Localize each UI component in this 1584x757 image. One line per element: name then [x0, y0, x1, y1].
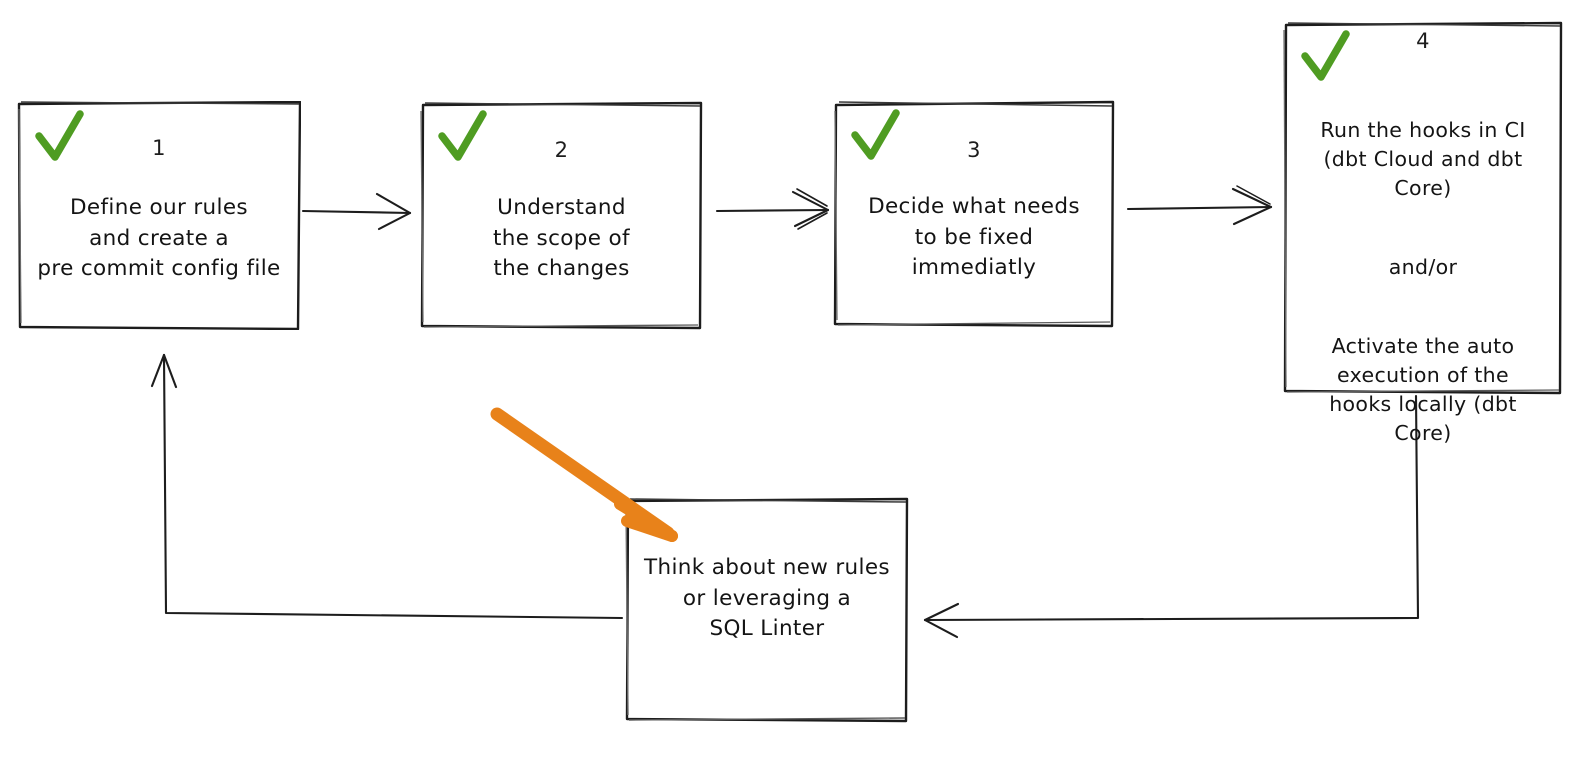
step-text-2: Understand the scope of the changes — [493, 195, 630, 282]
arrow-1-to-2 — [301, 192, 412, 231]
step-number-2: 2 — [554, 138, 569, 162]
step-node-loop[interactable]: Think about new rules or leveraging a SQ… — [625, 497, 909, 723]
green-check-icon — [1301, 30, 1350, 81]
green-check-icon — [851, 109, 900, 160]
step-text-3: Decide what needs to be fixed immediatly — [868, 194, 1080, 281]
green-check-icon — [35, 110, 84, 161]
step-text-4-part-2: and/or — [1388, 255, 1458, 280]
green-check-icon — [438, 110, 487, 161]
step-node-3[interactable]: 3 Decide what needs to be fixed immediat… — [833, 100, 1115, 328]
step-node-4[interactable]: 4 Run the hooks in CI (dbt Cloud and dbt… — [1283, 21, 1563, 445]
step-text-4: Run the hooks in CI (dbt Cloud and dbt C… — [1289, 87, 1557, 477]
step-text-loop: Think about new rules or leveraging a SQ… — [643, 555, 890, 642]
arrow-loop-to-1 — [150, 353, 624, 620]
step-text-1: Define our rules and create a pre commit… — [37, 195, 281, 282]
step-node-1[interactable]: 1 Define our rules and create a pre comm… — [17, 101, 301, 330]
step-node-2[interactable]: 2 Understand the scope of the changes — [420, 101, 703, 330]
step-number-1: 1 — [152, 136, 166, 160]
step-text-4-part-1: Run the hooks in CI (dbt Cloud and dbt C… — [1320, 118, 1526, 201]
arrow-3-to-4 — [1126, 185, 1273, 226]
step-number-3: 3 — [967, 138, 981, 162]
arrow-2-to-3 — [715, 188, 830, 230]
step-text-4-part-3: Activate the auto execution of the hooks… — [1329, 333, 1517, 446]
step-number-4: 4 — [1416, 29, 1430, 53]
